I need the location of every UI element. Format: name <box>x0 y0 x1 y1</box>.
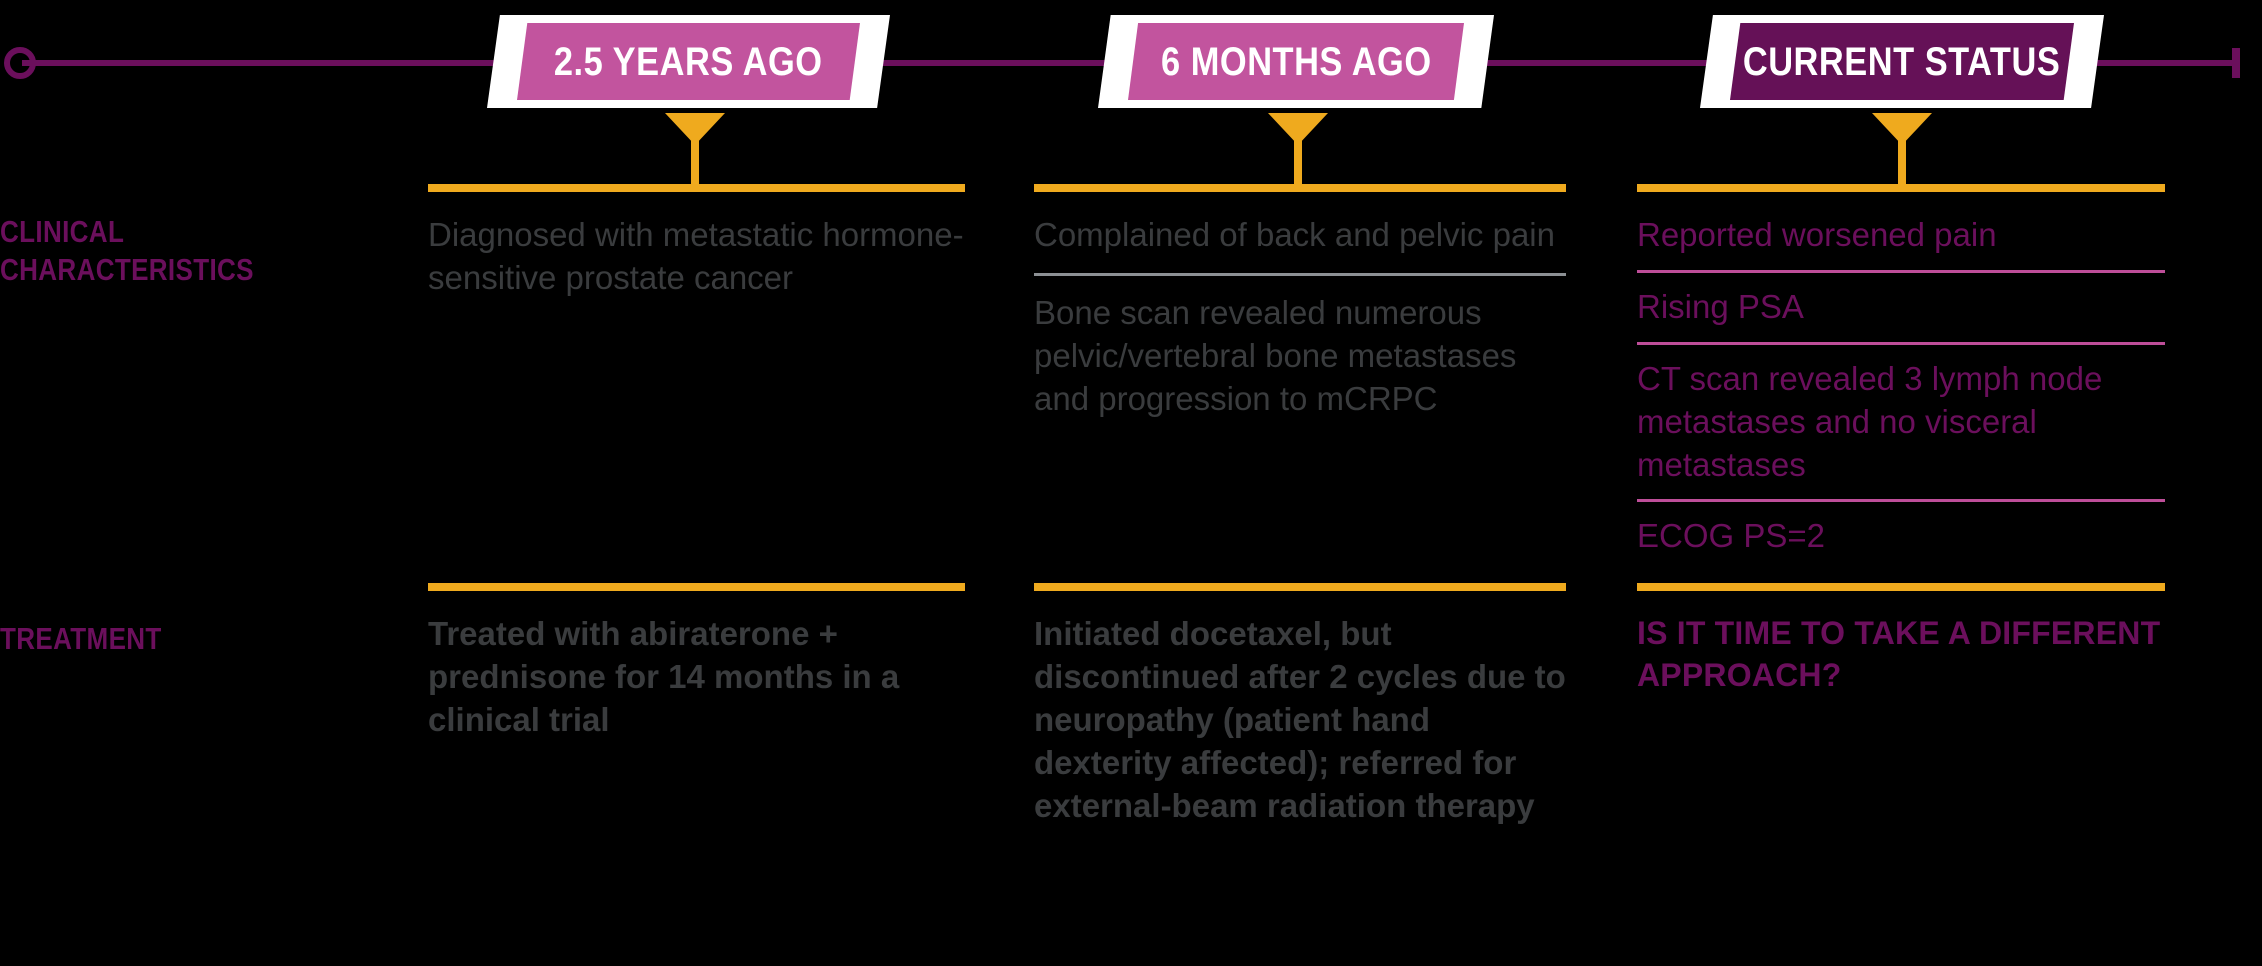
milestone-banner-1[interactable]: 2.5 YEARS AGO <box>487 15 890 108</box>
milestone-pointer-3-icon <box>1872 113 1932 185</box>
pointer-stem <box>1898 139 1906 185</box>
milestone-pointer-2-icon <box>1268 113 1328 185</box>
clinical-col-1-items: Diagnosed with metastatic hormone-sensit… <box>428 214 965 300</box>
clinical-col-2: Complained of back and pelvic pain Bone … <box>1034 184 1566 421</box>
milestone-banner-3-label: CURRENT STATUS <box>1743 39 2061 84</box>
treatment-col-2: Initiated docetaxel, but discontinued af… <box>1034 583 1566 827</box>
pointer-stem <box>691 139 699 185</box>
list-item: Diagnosed with metastatic hormone-sensit… <box>428 216 964 296</box>
column-rule <box>1637 583 2165 591</box>
clinical-col-3: Reported worsened pain Rising PSA CT sca… <box>1637 184 2165 558</box>
milestone-banner-1-fill: 2.5 YEARS AGO <box>517 23 860 100</box>
pointer-stem <box>1294 139 1302 185</box>
milestone-pointer-1-icon <box>665 113 725 185</box>
call-to-action-text: IS IT TIME TO TAKE A DIFFERENT APPROACH? <box>1637 615 2161 693</box>
treatment-col-2-items: Initiated docetaxel, but discontinued af… <box>1034 613 1566 827</box>
column-rule <box>1034 583 1566 591</box>
item-divider <box>1034 272 1566 276</box>
list-item: Treated with abiraterone + prednisone fo… <box>428 615 900 738</box>
list-item: Reported worsened pain <box>1637 216 1997 253</box>
list-item: Complained of back and pelvic pain <box>1034 216 1555 253</box>
treatment-col-3-items: IS IT TIME TO TAKE A DIFFERENT APPROACH? <box>1637 613 2165 696</box>
list-item: Bone scan revealed numerous pelvic/verte… <box>1034 293 1517 417</box>
timeline-end-marker-icon <box>2232 48 2240 78</box>
milestone-banner-1-label: 2.5 YEARS AGO <box>554 39 823 84</box>
treatment-col-1: Treated with abiraterone + prednisone fo… <box>428 583 965 742</box>
item-divider <box>1637 269 2165 273</box>
item-divider <box>1637 499 2165 503</box>
list-item: Initiated docetaxel, but discontinued af… <box>1034 615 1566 824</box>
treatment-col-3: IS IT TIME TO TAKE A DIFFERENT APPROACH? <box>1637 583 2165 696</box>
milestone-banner-2-label: 6 MONTHS AGO <box>1160 39 1432 84</box>
row-label-clinical: CLINICAL CHARACTERISTICS <box>0 214 254 287</box>
column-rule <box>1034 184 1566 192</box>
list-item: ECOG PS=2 <box>1637 517 1825 555</box>
clinical-col-2-items: Complained of back and pelvic pain Bone … <box>1034 214 1566 421</box>
clinical-col-1: Diagnosed with metastatic hormone-sensit… <box>428 184 965 300</box>
milestone-banner-2[interactable]: 6 MONTHS AGO <box>1098 15 1494 108</box>
milestone-banner-3[interactable]: CURRENT STATUS <box>1700 15 2104 108</box>
column-rule <box>428 583 965 591</box>
row-label-treatment: TREATMENT <box>0 621 162 656</box>
column-rule <box>1637 184 2165 192</box>
clinical-col-3-items: Reported worsened pain Rising PSA CT sca… <box>1637 214 2165 558</box>
list-item: CT scan revealed 3 lymph node metastases… <box>1637 359 2103 483</box>
column-rule <box>428 184 965 192</box>
treatment-col-1-items: Treated with abiraterone + prednisone fo… <box>428 613 965 742</box>
milestone-banner-3-fill: CURRENT STATUS <box>1730 23 2074 100</box>
list-item: Rising PSA <box>1637 287 1804 325</box>
milestone-banner-2-fill: 6 MONTHS AGO <box>1128 23 1464 100</box>
item-divider <box>1637 341 2165 345</box>
